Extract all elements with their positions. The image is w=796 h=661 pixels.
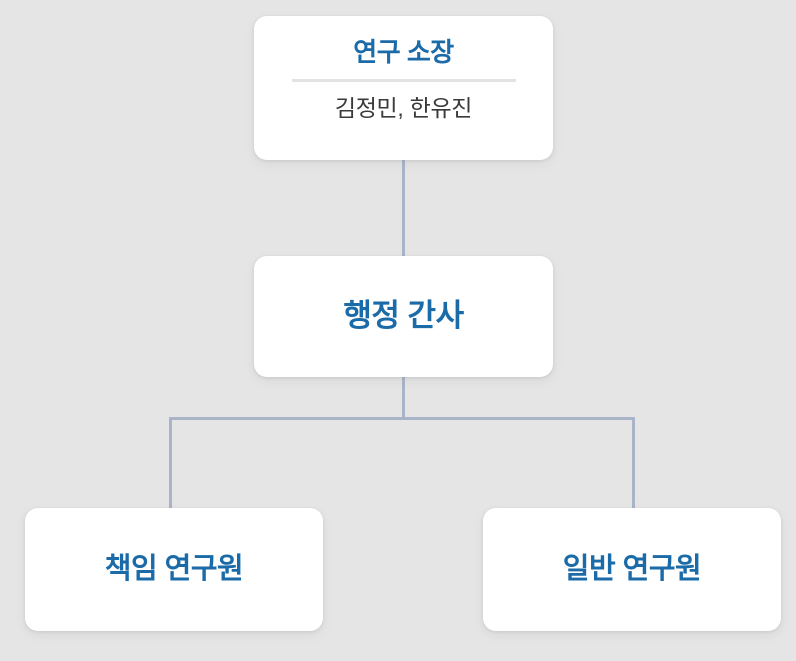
org-node-admin-secretary-title: 행정 간사 <box>343 298 464 334</box>
org-node-general-researcher[interactable]: 일반 연구원 <box>483 508 781 631</box>
connector-admin-secretary-stem <box>402 376 405 419</box>
connector-director-to-admin-secretary <box>402 159 405 257</box>
org-node-director-members: 김정민, 한유진 <box>334 94 473 121</box>
org-node-director-divider <box>291 78 516 82</box>
org-node-principal-researcher[interactable]: 책임 연구원 <box>25 508 323 631</box>
org-node-director[interactable]: 연구 소장 김정민, 한유진 <box>254 16 553 160</box>
org-node-general-researcher-title: 일반 연구원 <box>562 552 702 585</box>
org-node-principal-researcher-title: 책임 연구원 <box>104 552 244 585</box>
connector-drop-to-principal-researcher <box>169 417 172 509</box>
connector-researcher-bus-bar <box>169 417 635 420</box>
org-node-director-title: 연구 소장 <box>353 37 454 67</box>
connector-drop-to-general-researcher <box>632 417 635 509</box>
org-node-admin-secretary[interactable]: 행정 간사 <box>254 256 553 377</box>
